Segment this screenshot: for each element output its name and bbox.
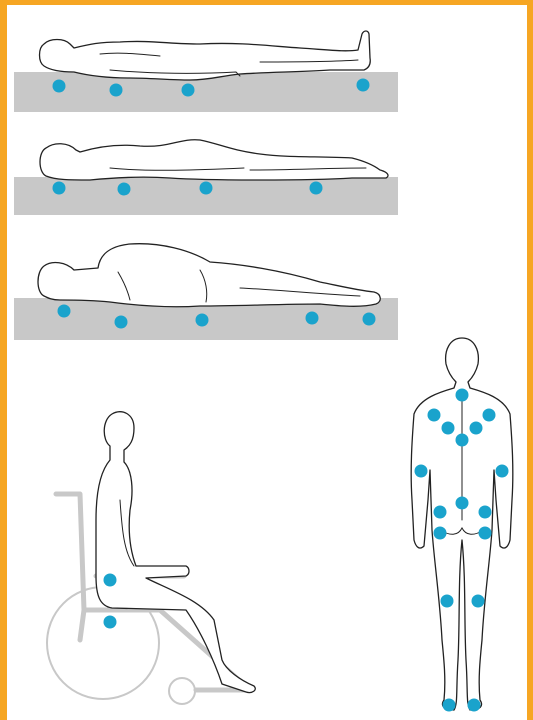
pressure-point-left-buttock xyxy=(434,527,447,540)
wheelchair-figure xyxy=(47,412,255,704)
pressure-point-knee xyxy=(310,182,323,195)
side-body-outline xyxy=(40,140,388,180)
pressure-point-right-shoulder xyxy=(483,409,496,422)
pressure-point-shoulder xyxy=(118,183,131,196)
pressure-point-toes xyxy=(363,313,376,326)
pressure-point-lower-spine xyxy=(456,497,469,510)
pressure-point-genitals xyxy=(196,314,209,327)
pressure-point-left-hip xyxy=(434,506,447,519)
pressure-point-left-scapula xyxy=(442,422,455,435)
right-border xyxy=(527,0,533,720)
pressure-point-ear xyxy=(53,182,66,195)
pressure-point-chest xyxy=(115,316,128,329)
pressure-point-right-heel xyxy=(468,699,481,712)
pressure-point-right-scapula xyxy=(470,422,483,435)
pressure-point-right-knee xyxy=(472,595,485,608)
pressure-point-left-elbow xyxy=(415,465,428,478)
side-lying-figure xyxy=(14,140,398,215)
pressure-point-buttock-seated xyxy=(104,616,117,629)
pressure-point-elbow-seated xyxy=(104,574,117,587)
prone-figure xyxy=(14,244,398,340)
pressure-point-cheek xyxy=(58,305,71,318)
pressure-point-left-shoulder xyxy=(428,409,441,422)
pressure-point-right-hip xyxy=(479,506,492,519)
pressure-point-right-elbow xyxy=(496,465,509,478)
pressure-point-left-knee xyxy=(441,595,454,608)
pressure-point-left-heel xyxy=(443,699,456,712)
pressure-point-hip xyxy=(200,182,213,195)
left-border xyxy=(0,0,7,720)
prone-body-outline xyxy=(38,244,380,307)
pressure-point-upper-spine xyxy=(456,434,469,447)
supine-figure xyxy=(14,31,398,112)
pressure-point-head-back xyxy=(53,80,66,93)
pressure-point-knees-front xyxy=(306,312,319,325)
top-border xyxy=(0,0,533,5)
pressure-point-sacrum xyxy=(182,84,195,97)
pressure-point-right-buttock xyxy=(479,527,492,540)
seated-body-outline xyxy=(96,412,255,693)
pressure-point-heel xyxy=(357,79,370,92)
pressure-point-back-head xyxy=(456,389,469,402)
pressure-point-shoulder-blade xyxy=(110,84,123,97)
wheelchair-small-wheel xyxy=(169,678,195,704)
